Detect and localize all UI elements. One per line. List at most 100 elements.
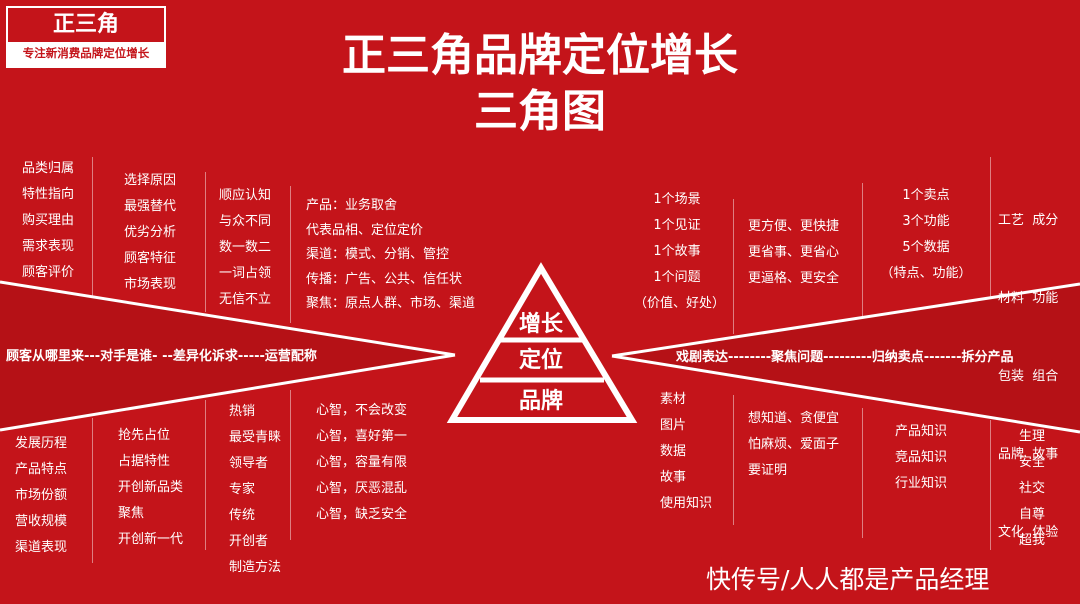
list-item: 渠道：模式、分销、管控 <box>306 247 450 262</box>
right-wedge <box>612 284 1080 432</box>
top-left-column-2: 选择原因 最强替代 优劣分析 顾客特征 市场表现 <box>124 168 176 298</box>
top-right-column-4: 工艺 成分 材料 功能 包装 组合 品牌 故事 文化 体验 <box>998 156 1058 598</box>
list-item: 产品知识 <box>895 424 948 439</box>
list-item: 故事 <box>660 470 687 485</box>
brand-logo: 正三角 专注新消费品牌定位增长 <box>6 6 166 68</box>
right-axis-label: 戏剧表达--------聚焦问题---------归纳卖点-------拆分产品 <box>676 350 1014 365</box>
list-item: 渠道表现 <box>15 540 68 555</box>
list-item: 热销 <box>229 404 256 419</box>
list-item: 领导者 <box>229 456 269 471</box>
list-item: 包装 组合 <box>998 369 1059 384</box>
list-item: 与众不同 <box>219 214 272 229</box>
list-item: 顾客评价 <box>22 265 75 280</box>
list-item: 发展历程 <box>15 436 68 451</box>
list-item: 使用知识 <box>660 496 713 511</box>
list-item: 最受青睐 <box>229 430 282 445</box>
list-item: 行业知识 <box>895 476 948 491</box>
left-lower-line <box>0 353 456 432</box>
list-item: 心智，缺乏安全 <box>316 507 408 522</box>
list-item: 心智，喜好第一 <box>316 429 408 444</box>
list-item: 市场表现 <box>124 277 177 292</box>
list-item: 数据 <box>660 444 687 459</box>
list-item: 聚焦 <box>118 506 145 521</box>
separator <box>990 157 991 297</box>
title-line-1: 正三角品牌定位增长 <box>342 30 738 81</box>
left-axis-label: 顾客从哪里来---对手是谁- --差异化诉求-----运营配称 <box>6 349 317 364</box>
list-item: 生理 <box>1019 429 1046 444</box>
list-item: 顾客特征 <box>124 251 177 266</box>
list-item: 文化 体验 <box>998 525 1059 540</box>
list-item: 想知道、贪便宜 <box>748 411 840 426</box>
list-item: 工艺 成分 <box>998 213 1059 228</box>
list-item: 1个见证 <box>653 218 701 233</box>
list-item: （价值、好处） <box>634 296 726 311</box>
right-upper-line <box>611 282 1080 358</box>
top-right-column-3: 1个卖点 3个功能 5个数据 （特点、功能） <box>876 183 976 287</box>
list-item: 代表品相、定位定价 <box>306 222 424 238</box>
pyramid-middle-label: 定位 <box>518 348 563 373</box>
list-item: 顺应认知 <box>219 188 272 203</box>
logo-name: 正三角 <box>8 8 164 42</box>
right-lower-line <box>611 354 1080 434</box>
list-item: 要证明 <box>748 463 788 478</box>
bottom-left-column-3: 热销 最受青睐 领导者 专家 传统 开创者 制造方法 <box>229 399 281 581</box>
list-item: 抢先占位 <box>118 428 171 443</box>
separator <box>205 172 206 312</box>
separator <box>990 420 991 550</box>
bottom-left-column-2: 抢先占位 占据特性 开创新品类 聚焦 开创新一代 <box>118 423 183 553</box>
list-item: 聚焦：原点人群、市场、渠道 <box>306 296 476 311</box>
title-line-2: 三角图 <box>474 86 606 137</box>
separator <box>862 408 863 538</box>
list-item: 品牌 故事 <box>998 447 1059 462</box>
list-item: 1个问题 <box>653 270 701 285</box>
separator <box>92 157 93 297</box>
list-item: 心智，不会改变 <box>316 403 408 418</box>
separator <box>92 418 93 563</box>
list-item: 占据特性 <box>118 454 171 469</box>
logo-tagline: 专注新消费品牌定位增长 <box>22 46 150 60</box>
bottom-right-column-2: 想知道、贪便宜 怕麻烦、爱面子 要证明 <box>748 406 839 484</box>
list-item: 最强替代 <box>124 199 177 214</box>
list-item: 制造方法 <box>229 560 282 575</box>
list-item: 开创新一代 <box>118 532 184 547</box>
top-left-column-4: 产品：业务取舍 代表品相、定位定价 渠道：模式、分销、管控 传播：广告、公共、信… <box>306 194 475 317</box>
list-item: 图片 <box>660 418 687 433</box>
list-item: 优劣分析 <box>124 225 177 240</box>
list-item: 开创者 <box>229 534 269 549</box>
list-item: 1个故事 <box>653 244 701 259</box>
separator <box>205 400 206 550</box>
top-left-column-3: 顺应认知 与众不同 数一数二 一词占领 无信不立 <box>219 183 271 313</box>
list-item: 传统 <box>229 508 256 523</box>
list-item: 更方便、更快捷 <box>748 219 840 234</box>
separator <box>290 390 291 540</box>
list-item: 更逼格、更安全 <box>748 271 840 286</box>
top-left-column-1: 品类归属 特性指向 购买理由 需求表现 顾客评价 <box>22 156 74 286</box>
list-item: 竞品知识 <box>895 450 948 465</box>
list-item: 专家 <box>229 482 256 497</box>
list-item: 传播：广告、公共、信任状 <box>306 271 463 287</box>
list-item: 材料 功能 <box>998 291 1059 306</box>
top-right-column-1: 1个场景 1个见证 1个故事 1个问题 （价值、好处） <box>634 187 726 317</box>
list-item: 市场份额 <box>15 488 68 503</box>
list-item: 社交 <box>1019 481 1046 496</box>
list-item: 开创新品类 <box>118 480 184 495</box>
left-wedge <box>0 282 455 430</box>
bottom-left-column-1: 发展历程 产品特点 市场份额 营收规模 渠道表现 <box>15 431 67 561</box>
list-item: 安全 <box>1019 455 1046 470</box>
pyramid-top-label: 增长 <box>518 312 563 337</box>
pyramid-bottom-label: 品牌 <box>518 389 563 414</box>
list-item: 产品特点 <box>15 462 68 477</box>
list-item: 1个卖点 <box>902 188 950 203</box>
list-item: 更省事、更省心 <box>748 245 840 260</box>
list-item: 1个场景 <box>653 192 701 207</box>
bottom-right-column-4: 生理 安全 社交 自尊 超我 <box>1019 424 1045 554</box>
list-item: 一词占领 <box>219 266 272 281</box>
top-right-column-2: 更方便、更快捷 更省事、更省心 更逼格、更安全 <box>748 214 839 292</box>
separator <box>733 395 734 525</box>
separator <box>862 183 863 318</box>
list-item: 怕麻烦、爱面子 <box>748 437 840 452</box>
list-item: 素材 <box>660 392 687 407</box>
list-item: 营收规模 <box>15 514 68 529</box>
